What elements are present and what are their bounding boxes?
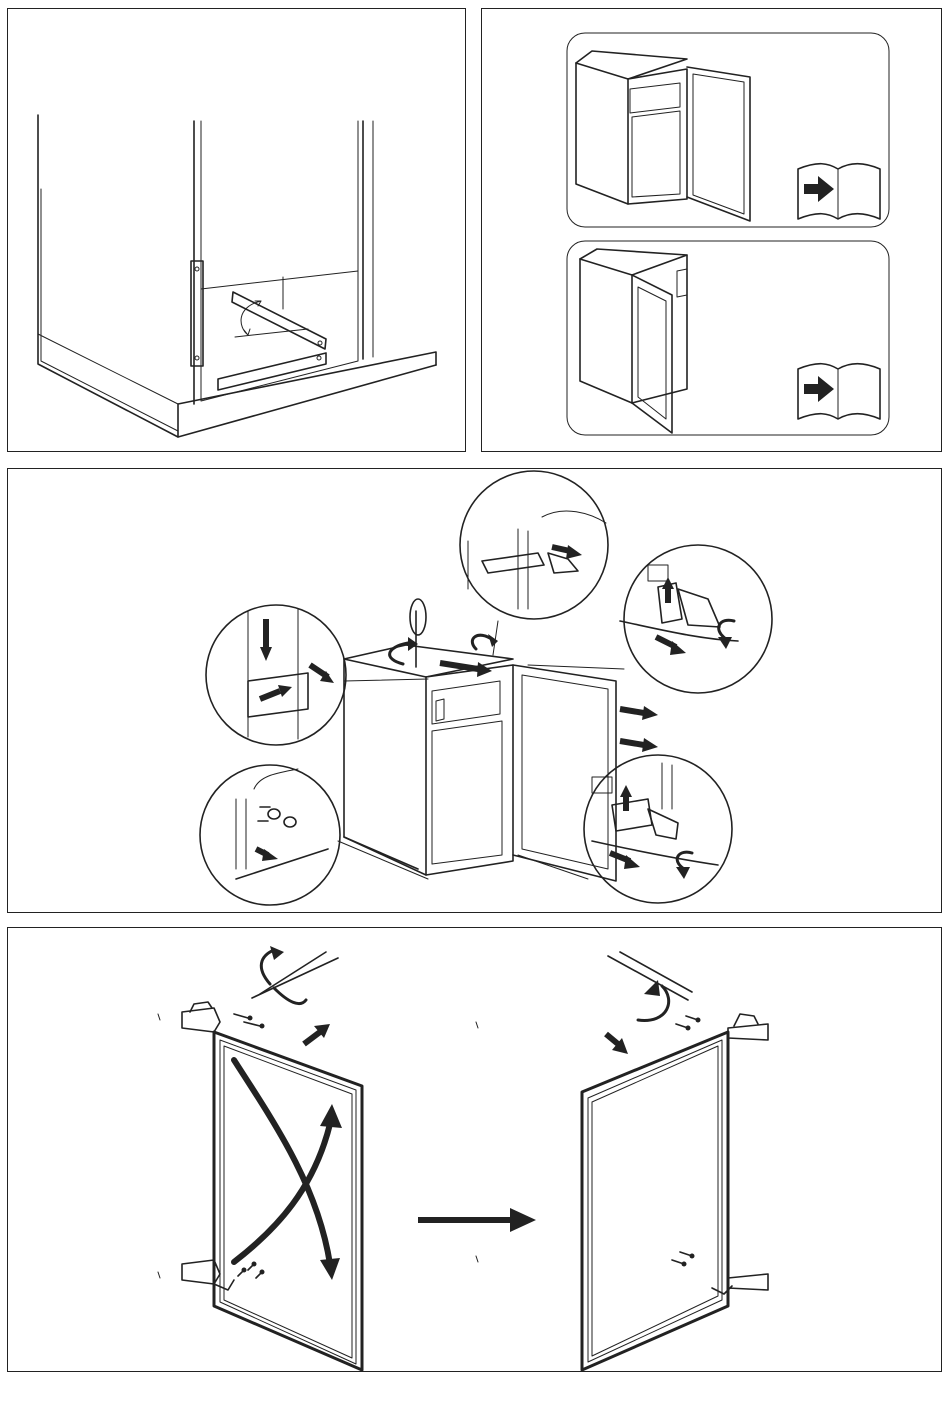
door-removal-illustration [8,469,943,914]
door-turnover-illustration [8,928,943,1373]
book-arrow-icon [798,164,880,219]
panel-door-removal [7,468,942,913]
door-right [582,1032,728,1370]
detail-screws-circle [200,765,340,905]
niche-bracket-illustration [8,9,467,453]
door-left [214,1032,362,1370]
book-arrow-icon [798,364,880,419]
detail-hand-circle [460,471,608,619]
panel-niche-bracket [7,8,466,452]
option-right-hinge-frame [567,33,889,227]
panel-door-turnover [7,927,942,1372]
panel-hinge-options [481,8,942,452]
hinge-options-illustration [482,9,943,453]
detail-upper-hinge-circle [624,545,772,693]
